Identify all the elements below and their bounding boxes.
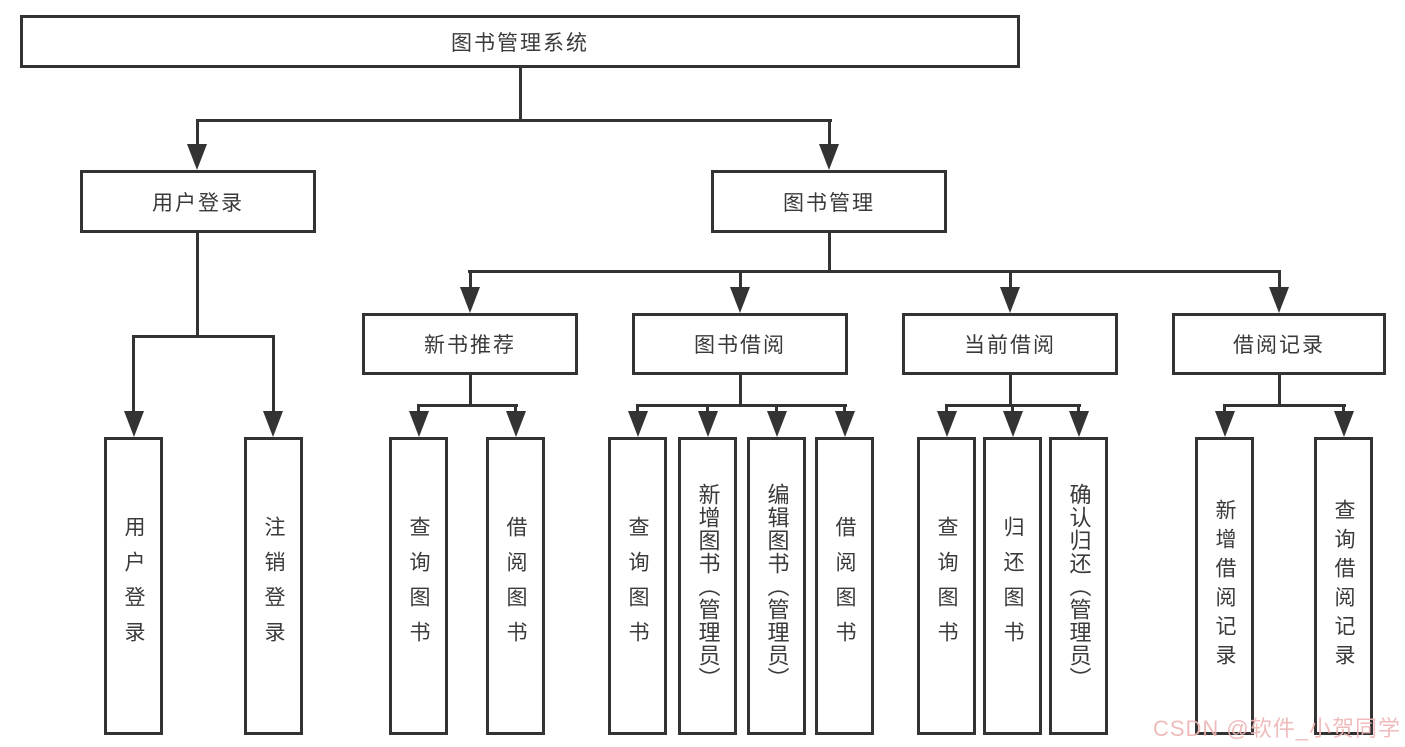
leaf-user-login-label: 用户登录 — [122, 516, 145, 656]
arrow-down-icon — [767, 411, 787, 437]
leaf-rec-query-books-label: 查询图书 — [407, 516, 430, 656]
leaf-rec-query-books: 查询图书 — [389, 437, 448, 735]
connector-line — [469, 270, 472, 292]
csdn-watermark: CSDN @软件_小贺同学 — [1152, 716, 1401, 741]
connector-line — [196, 232, 199, 337]
connector-line — [196, 119, 832, 122]
node-user-login-label: 用户登录 — [152, 191, 244, 215]
connector-line — [1278, 374, 1281, 407]
arrow-down-icon — [730, 287, 750, 313]
connector-line — [196, 119, 199, 151]
leaf-rcd-add-record-label: 新增借阅记录 — [1213, 499, 1236, 673]
arrow-down-icon — [1069, 411, 1089, 437]
connector-line — [1278, 270, 1281, 292]
leaf-rcd-query-record: 查询借阅记录 — [1314, 437, 1373, 735]
connector-line — [1009, 270, 1012, 292]
leaf-cur-return-books: 归还图书 — [983, 437, 1042, 735]
leaf-rcd-add-record: 新增借阅记录 — [1195, 437, 1254, 735]
arrow-down-icon — [460, 287, 480, 313]
node-root-label: 图书管理系统 — [451, 31, 589, 55]
node-new-book-recommend-label: 新书推荐 — [424, 334, 516, 357]
node-book-management-label: 图书管理 — [783, 191, 875, 215]
leaf-cur-query-books: 查询图书 — [917, 437, 976, 735]
node-book-borrowing: 图书借阅 — [632, 313, 848, 375]
leaf-bor-borrow-books-label: 借阅图书 — [833, 516, 856, 656]
leaf-rec-borrow-books: 借阅图书 — [486, 437, 545, 735]
leaf-cur-query-books-label: 查询图书 — [935, 516, 958, 656]
leaf-bor-edit-books-admin-label: 编辑图书（管理员） — [764, 482, 790, 690]
node-current-borrowing-label: 当前借阅 — [964, 334, 1056, 357]
connector-line — [636, 404, 847, 407]
connector-line — [272, 335, 275, 418]
leaf-bor-add-books-admin-label: 新增图书（管理员） — [695, 482, 721, 690]
arrow-down-icon — [1334, 411, 1354, 437]
arrow-down-icon — [263, 411, 283, 437]
connector-line — [739, 270, 742, 292]
leaf-user-login: 用户登录 — [104, 437, 163, 735]
arrow-down-icon — [506, 411, 526, 437]
arrow-down-icon — [1269, 287, 1289, 313]
leaf-bor-borrow-books: 借阅图书 — [815, 437, 874, 735]
arrow-down-icon — [187, 144, 207, 170]
arrow-down-icon — [1003, 411, 1023, 437]
leaf-bor-query-books-label: 查询图书 — [626, 516, 649, 656]
arrow-down-icon — [628, 411, 648, 437]
arrow-down-icon — [409, 411, 429, 437]
arrow-down-icon — [698, 411, 718, 437]
connector-line — [468, 270, 1281, 273]
leaf-cur-confirm-return-admin-label: 确认归还（管理员） — [1066, 482, 1092, 690]
arrow-down-icon — [1000, 287, 1020, 313]
connector-line — [132, 335, 135, 418]
arrow-down-icon — [124, 411, 144, 437]
leaf-bor-add-books-admin: 新增图书（管理员） — [678, 437, 737, 735]
arrow-down-icon — [835, 411, 855, 437]
leaf-bor-edit-books-admin: 编辑图书（管理员） — [747, 437, 806, 735]
node-borrow-records-label: 借阅记录 — [1233, 334, 1325, 357]
arrow-down-icon — [819, 144, 839, 170]
leaf-logout: 注销登录 — [244, 437, 303, 735]
leaf-logout-label: 注销登录 — [262, 516, 285, 656]
node-user-login: 用户登录 — [80, 170, 316, 233]
arrow-down-icon — [1215, 411, 1235, 437]
leaf-rcd-query-record-label: 查询借阅记录 — [1332, 499, 1355, 673]
connector-line — [1009, 374, 1012, 407]
node-new-book-recommend: 新书推荐 — [362, 313, 578, 375]
connector-line — [132, 335, 275, 338]
node-book-management: 图书管理 — [711, 170, 947, 233]
connector-line — [739, 374, 742, 407]
connector-line — [828, 232, 831, 273]
leaf-cur-return-books-label: 归还图书 — [1001, 516, 1024, 656]
connector-line — [519, 67, 522, 120]
arrow-down-icon — [937, 411, 957, 437]
leaf-bor-query-books: 查询图书 — [608, 437, 667, 735]
leaf-cur-confirm-return-admin: 确认归还（管理员） — [1049, 437, 1108, 735]
leaf-rec-borrow-books-label: 借阅图书 — [504, 516, 527, 656]
node-root: 图书管理系统 — [20, 15, 1020, 68]
connector-line — [828, 119, 831, 151]
node-borrow-records: 借阅记录 — [1172, 313, 1386, 375]
node-current-borrowing: 当前借阅 — [902, 313, 1118, 375]
connector-line — [1223, 404, 1346, 407]
connector-line — [417, 404, 518, 407]
node-book-borrowing-label: 图书借阅 — [694, 334, 786, 357]
connector-line — [469, 374, 472, 407]
